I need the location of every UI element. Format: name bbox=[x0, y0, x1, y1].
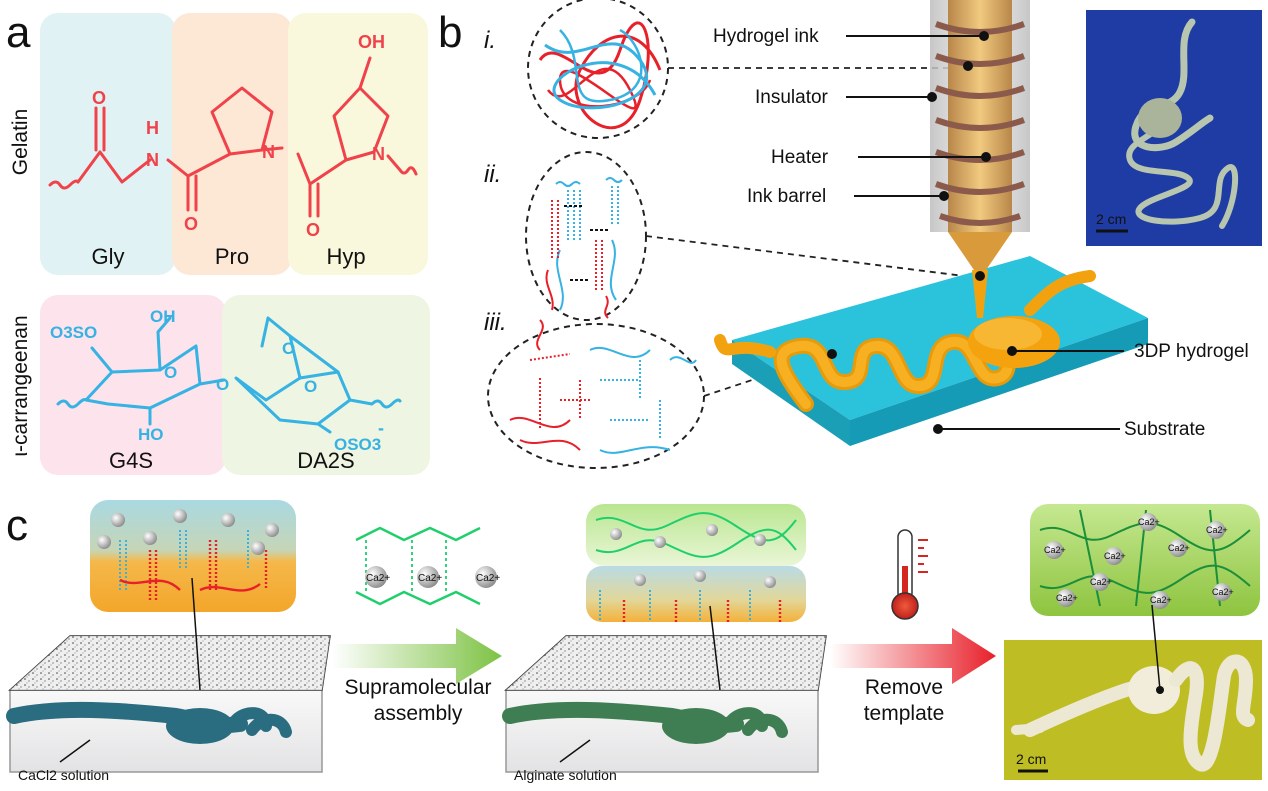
step1-line1: Supramolecular bbox=[344, 676, 491, 699]
gly-wavy-bond bbox=[48, 179, 80, 190]
da2s-background bbox=[222, 295, 430, 475]
panel-a: a Gelatin ι-carrangeenan O N bbox=[6, 8, 430, 475]
carrageenan-structure bbox=[56, 316, 402, 434]
gly-background bbox=[40, 13, 176, 275]
carrageenan-label: ι-carrangeenan bbox=[9, 315, 32, 456]
stage-i-label: i. bbox=[484, 27, 496, 54]
da2s-ring bbox=[234, 370, 352, 426]
hyp-ring bbox=[332, 86, 390, 162]
gly-nitrogen: N bbox=[146, 150, 159, 170]
step1-line2: assembly bbox=[374, 702, 463, 725]
hyp-oxygen: O bbox=[306, 220, 320, 240]
step2-line1: Remove bbox=[865, 676, 943, 699]
ion-3: Ca2+ bbox=[1138, 517, 1160, 527]
print-nozzle bbox=[930, 0, 1030, 318]
heater-coil bbox=[934, 21, 1026, 226]
stage-ii-helices bbox=[525, 151, 647, 321]
alginate-ion-2: Ca2+ bbox=[418, 573, 442, 584]
pro-ring bbox=[210, 86, 274, 156]
g4s-background bbox=[40, 295, 226, 475]
hyp-hydroxyl: OH bbox=[358, 32, 385, 52]
printed-photo: 2 cm bbox=[1086, 10, 1262, 246]
step2-line2: template bbox=[864, 702, 945, 725]
photo-b-scale-bar: 2 cm bbox=[1096, 211, 1126, 227]
glycosidic-oxygen: O bbox=[216, 375, 229, 394]
zoom-box-calcium-alginate: Ca2+ Ca2+ Ca2+ Ca2+ Ca2+ Ca2+ Ca2+ Ca2+ … bbox=[1030, 504, 1260, 616]
printed-hydrogel bbox=[714, 270, 1096, 412]
unit-gly: Gly bbox=[92, 244, 125, 269]
panel-c-letter: c bbox=[6, 501, 28, 550]
g4s-ring bbox=[84, 344, 202, 410]
stage-ii-label: ii. bbox=[484, 161, 501, 188]
gly-oxygen: O bbox=[92, 88, 106, 108]
hollow-photo: 2 cm bbox=[1004, 604, 1262, 780]
stage-iii-label: iii. bbox=[484, 309, 507, 336]
zoom-box-cacl2 bbox=[90, 500, 296, 612]
alginate-ion-3: Ca2+ bbox=[476, 573, 500, 584]
da2s-charge: - bbox=[378, 418, 384, 438]
unit-pro: Pro bbox=[215, 244, 249, 269]
alginate-ion-1: Ca2+ bbox=[366, 573, 390, 584]
g4s-ring-oxygen: O bbox=[164, 363, 177, 382]
panel-b-letter: b bbox=[438, 8, 462, 57]
hyp-nitrogen: N bbox=[372, 144, 385, 164]
g4s-sulfate: O3SO bbox=[50, 323, 97, 342]
pro-background bbox=[172, 13, 292, 275]
callouts bbox=[827, 31, 1124, 434]
ion-2: Ca2+ bbox=[1104, 551, 1126, 561]
gly-hydrogen: H bbox=[146, 118, 159, 138]
solution-cacl2: CaCl2 solution bbox=[18, 767, 109, 783]
unit-da2s: DA2S bbox=[297, 448, 354, 473]
solution-alginate: Alginate solution bbox=[514, 767, 617, 783]
tank-alginate: Alginate solution bbox=[502, 605, 827, 783]
label-insulator: Insulator bbox=[755, 87, 829, 108]
g4s-ho: HO bbox=[138, 425, 164, 444]
da2s-ring-oxygen: O bbox=[304, 377, 317, 396]
hyp-background bbox=[288, 13, 428, 275]
ion-1: Ca2+ bbox=[1044, 545, 1066, 555]
g4s-hydroxyl: OH bbox=[150, 307, 176, 326]
zoom-box-alginate bbox=[586, 504, 806, 622]
arrow-supramolecular bbox=[332, 628, 502, 684]
label-ink-barrel: Ink barrel bbox=[747, 186, 826, 207]
ion-8: Ca2+ bbox=[1150, 595, 1172, 605]
ion-9: Ca2+ bbox=[1212, 587, 1234, 597]
ion-6: Ca2+ bbox=[1056, 593, 1078, 603]
thermometer-icon bbox=[891, 529, 928, 620]
unit-g4s: G4S bbox=[109, 448, 153, 473]
arrow-remove-template bbox=[830, 628, 996, 684]
panel-c: c bbox=[6, 500, 1262, 783]
label-substrate: Substrate bbox=[1124, 419, 1205, 440]
da2s-sulfate: OSO3 bbox=[334, 435, 381, 454]
tank-cacl2: CaCl2 solution bbox=[6, 577, 331, 783]
gelatin-structure bbox=[48, 56, 418, 218]
panel-a-letter: a bbox=[6, 8, 31, 57]
alginate-molecule: Ca2+ Ca2+ Ca2+ bbox=[355, 526, 500, 606]
da2s-bridge-oxygen: O bbox=[282, 339, 295, 358]
gly-carbonyl bbox=[94, 106, 106, 152]
photo-c-scale-bar: 2 cm bbox=[1016, 751, 1046, 767]
unit-hyp: Hyp bbox=[326, 244, 365, 269]
hyp-wavy-bond bbox=[386, 154, 418, 176]
stage-i-random-coils bbox=[527, 0, 669, 139]
stage-iii-network bbox=[487, 319, 705, 469]
ion-4: Ca2+ bbox=[1168, 543, 1190, 553]
panel-b: b i. ii. iii. bbox=[438, 0, 1262, 469]
gelatin-label: Gelatin bbox=[9, 109, 32, 176]
label-heater: Heater bbox=[771, 147, 829, 168]
pro-nitrogen: N bbox=[262, 142, 275, 162]
label-3dp-hydrogel: 3DP hydrogel bbox=[1134, 341, 1249, 362]
pro-oxygen: O bbox=[184, 214, 198, 234]
label-hydrogel-ink: Hydrogel ink bbox=[713, 26, 819, 47]
ion-5: Ca2+ bbox=[1206, 525, 1228, 535]
ion-7: Ca2+ bbox=[1090, 577, 1112, 587]
